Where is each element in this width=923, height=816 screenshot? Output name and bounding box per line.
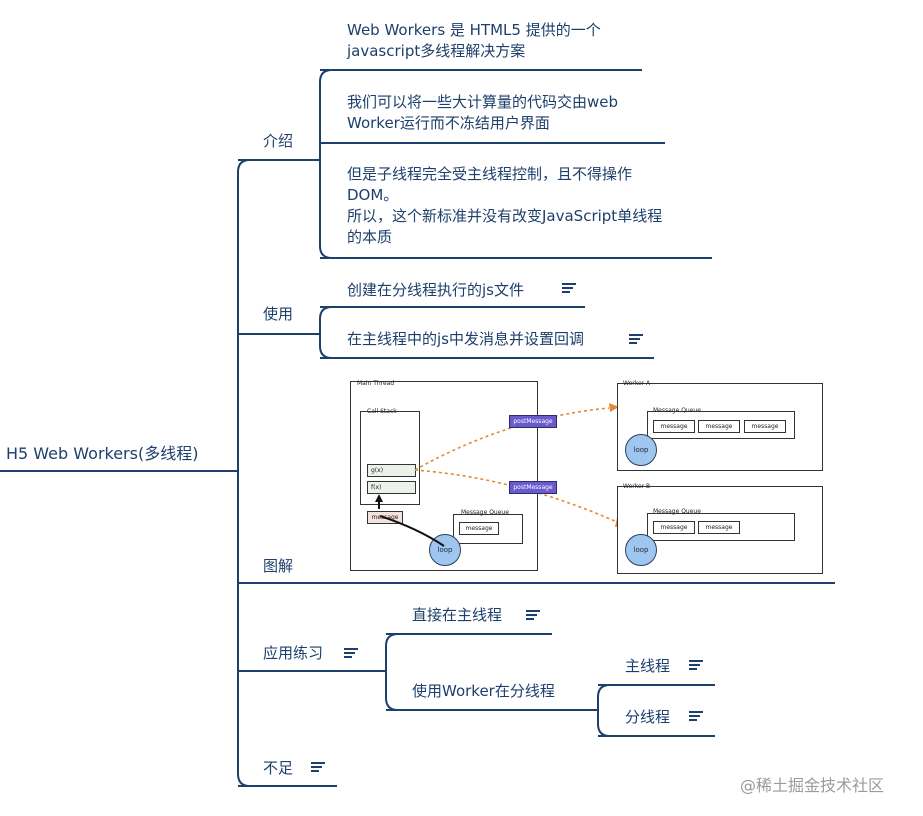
root-topic[interactable]: H5 Web Workers(多线程) [6,444,199,463]
worker-a-message-1: message [653,420,695,433]
worker-b-loop: loop [625,534,657,566]
worker-a-message-3: message [744,420,786,433]
stack-frame-g: g(x) [367,464,416,477]
branch-intro-label[interactable]: 介绍 [263,132,294,150]
worker-b-queue-label: Message Queue [653,508,701,515]
branch-usage-label[interactable]: 使用 [263,305,294,323]
branch-diagram-label[interactable]: 图解 [263,557,294,575]
note-lines-icon[interactable] [526,610,540,621]
worker-a-label: Worker A [623,380,651,387]
main-thread-label: Main Thread [357,380,395,387]
note-lines-icon[interactable] [344,648,358,659]
worker-b-label: Worker B [623,483,651,490]
note-lines-icon[interactable] [311,762,325,773]
practice-worker[interactable]: 使用Worker在分线程 [412,682,555,700]
post-message-b: postMessage [509,481,557,494]
practice-worker-sub[interactable]: 分线程 [625,708,671,726]
worker-a-loop: loop [625,434,657,466]
worker-a-queue-label: Message Queue [653,407,701,414]
worker-b-message-2: message [698,521,740,534]
practice-direct[interactable]: 直接在主线程 [412,606,503,624]
main-queue-message: message [459,522,499,535]
worker-b-message-1: message [653,521,695,534]
usage-item-1[interactable]: 创建在分线程执行的js文件 [347,281,524,299]
note-lines-icon[interactable] [689,660,703,671]
stack-frame-f: f(x) [367,481,416,494]
practice-worker-main[interactable]: 主线程 [625,657,671,675]
note-lines-icon[interactable] [689,711,703,722]
worker-a-message-2: message [698,420,740,433]
note-lines-icon[interactable] [562,283,576,294]
usage-item-2[interactable]: 在主线程中的js中发消息并设置回调 [347,330,584,348]
web-workers-figure: Main Thread Call Stack g(x) f(x) message… [347,378,825,574]
intro-item-2[interactable]: 我们可以将一些大计算量的代码交由web Worker运行而不冻结用户界面 [347,93,619,132]
watermark: @稀土掘金技术社区 [740,776,885,795]
post-message-a: postMessage [509,415,557,428]
branch-practice-label[interactable]: 应用练习 [263,644,324,662]
intro-item-1[interactable]: Web Workers 是 HTML5 提供的一个 javascript多线程解… [347,21,601,60]
intro-item-3[interactable]: 但是子线程完全受主线程控制，且不得操作 DOM。 所以，这个新标准并没有改变Ja… [347,165,663,246]
note-lines-icon[interactable] [629,334,643,345]
branch-shortcoming-label[interactable]: 不足 [263,759,294,777]
call-stack-label: Call Stack [367,408,397,415]
main-queue-label: Message Queue [461,509,509,516]
